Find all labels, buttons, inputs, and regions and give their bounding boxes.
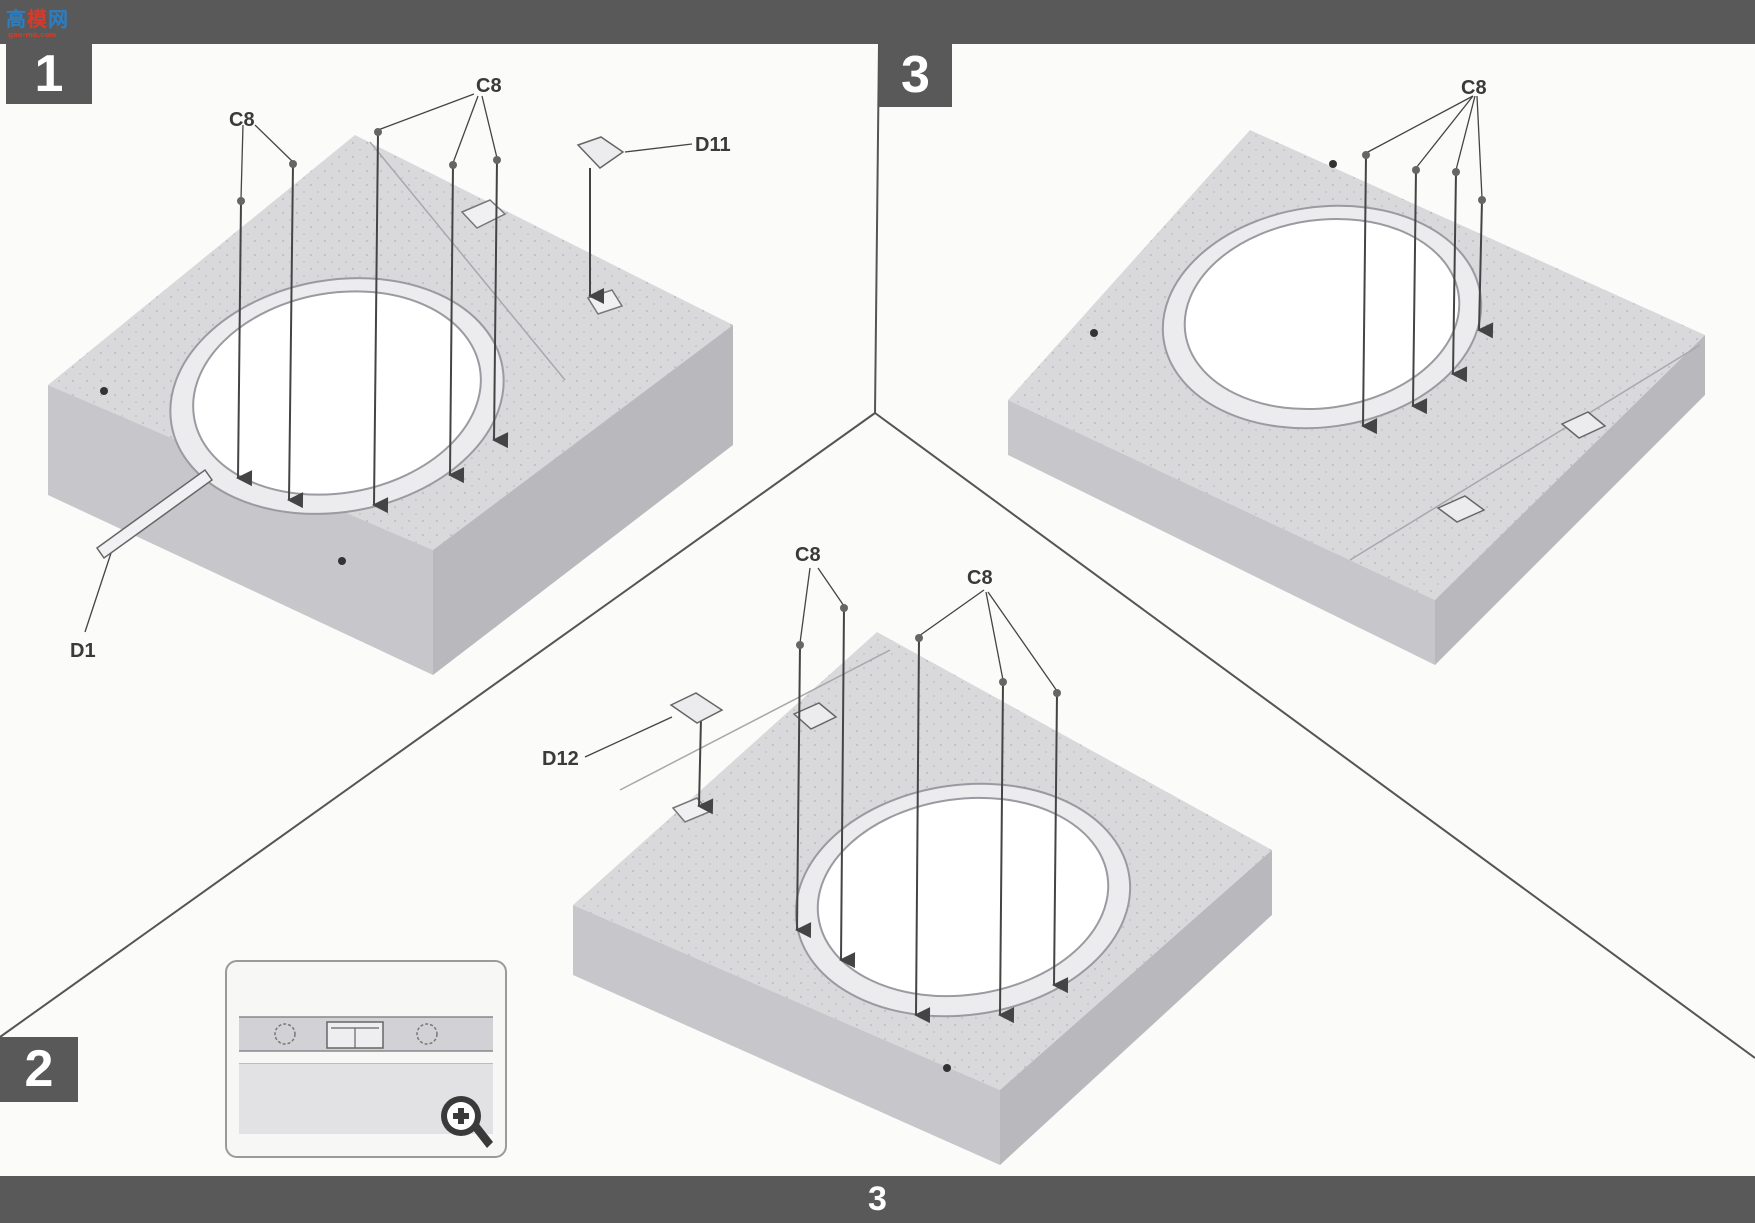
step2-board-left-side <box>573 905 1000 1165</box>
step1-arrows <box>236 131 604 514</box>
divider-left <box>0 412 876 1038</box>
step3-board <box>1008 130 1705 665</box>
d12-part-icon <box>669 692 724 724</box>
c8-pin-icon <box>289 160 297 168</box>
step2-arrows <box>697 607 1069 1024</box>
label-c8: C8 <box>229 109 255 131</box>
c8-pin-icon <box>1412 166 1420 174</box>
d11-installed-icon <box>1436 495 1486 523</box>
c8-pin-icon <box>1053 689 1061 697</box>
step1-ring-opening <box>192 290 482 496</box>
divider-right <box>874 412 1755 1059</box>
c8-pin-icon <box>1362 151 1370 159</box>
label-c8: C8 <box>476 75 502 97</box>
label-d1: D1 <box>70 640 96 662</box>
logo-char-3: 网 <box>48 7 69 31</box>
logo-char-2: 模 <box>27 7 48 31</box>
d11-part-icon <box>576 136 625 169</box>
step3-leaders <box>1365 95 1483 199</box>
bottom-footer-bar <box>0 1176 1755 1223</box>
step1-square-hole-top <box>460 199 507 229</box>
step1-board-left-side <box>48 385 433 675</box>
panel-dividers <box>0 43 1755 1059</box>
step2-ring-opening <box>816 796 1110 998</box>
step3-board-left-side <box>1008 400 1435 665</box>
step3-ring-opening <box>1183 217 1461 411</box>
label-d11: D11 <box>695 134 731 156</box>
c8-pin-icon <box>237 197 245 205</box>
step-3-badge: 3 <box>879 44 952 107</box>
d11-installed-icon <box>792 702 838 730</box>
page-number: 3 <box>868 1180 887 1218</box>
d1-part-icon <box>95 468 214 560</box>
c8-pin-icon <box>915 634 923 642</box>
step1-board <box>48 135 733 675</box>
divider-vertical <box>874 43 880 414</box>
step1-pins <box>237 128 501 205</box>
zoom-in-icon <box>435 1090 495 1150</box>
label-d12: D12 <box>542 748 579 770</box>
step3-pins <box>1362 151 1486 204</box>
detail-zoom-box <box>225 960 507 1158</box>
logo-char-1: 高 <box>6 7 27 31</box>
c8-pin-icon <box>1452 168 1460 176</box>
label-c8: C8 <box>795 544 821 566</box>
c8-pin-icon <box>493 156 501 164</box>
step-2-badge: 2 <box>0 1037 78 1102</box>
step3-board-right-side <box>1435 335 1705 665</box>
step3-arrows <box>1361 154 1494 435</box>
site-watermark-logo: 高模网 gao-mo.com <box>6 6 69 40</box>
d12-installed-icon <box>1560 411 1607 439</box>
step1-board-right-side <box>433 325 733 675</box>
c8-pin-icon <box>840 604 848 612</box>
label-c8: C8 <box>1461 77 1487 99</box>
step-1-badge: 1 <box>6 44 92 104</box>
c8-pin-icon <box>374 128 382 136</box>
step2-board-right-side <box>1000 850 1272 1165</box>
logo-url: gao-mo.com <box>8 31 57 39</box>
top-header-bar <box>0 0 1755 44</box>
c8-pin-icon <box>449 161 457 169</box>
c8-pin-icon <box>999 678 1007 686</box>
c8-pin-icon <box>796 641 804 649</box>
step2-board <box>573 632 1272 1165</box>
step2-leaders <box>584 567 1058 758</box>
c8-pin-icon <box>1478 196 1486 204</box>
label-c8: C8 <box>967 567 993 589</box>
step2-pins <box>796 604 1061 697</box>
